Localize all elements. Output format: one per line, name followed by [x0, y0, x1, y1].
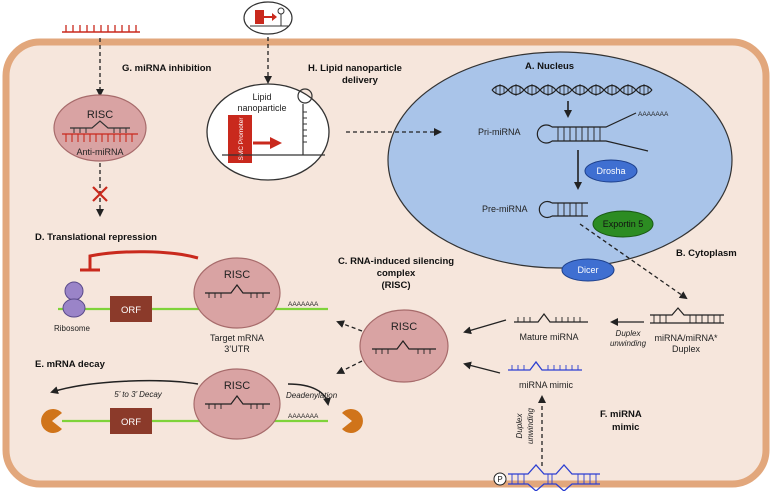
risc-center-label: RISC: [391, 321, 417, 333]
risc-anti-mirna: RISC Anti-miRNA: [53, 94, 147, 162]
drosha-enzyme: [584, 159, 638, 183]
arrow-risc-to-decay: [336, 360, 363, 374]
section-c-label-1: C. RNA-induced silencing: [338, 256, 454, 267]
duplex-label-1: miRNA/miRNA*: [655, 333, 718, 343]
mirna-mimic-label: miRNA mimic: [519, 380, 573, 390]
anti-mirna-oligo: [62, 25, 140, 33]
risc-decay: RISC: [193, 368, 281, 440]
mimic-unwinding-label-2: unwinding: [526, 407, 535, 444]
duplex-unwinding-label-2: unwinding: [610, 339, 647, 348]
decay-5-3-arrow: [50, 379, 199, 395]
lipid-label-2: nanoparticle: [237, 103, 286, 113]
pre-mirna-hairpin: [538, 200, 588, 219]
target-mrna-label-1: Target mRNA: [210, 333, 264, 343]
duplex-unwinding-label-1: Duplex: [616, 329, 642, 338]
section-h-label-1: H. Lipid nanoparticle: [308, 63, 402, 74]
exportin-5-label: Exportin 5: [603, 219, 644, 229]
arrow-risc-to-repression: [336, 320, 363, 332]
section-c-label-3: (RISC): [381, 280, 410, 291]
phosphate-label: P: [497, 475, 502, 484]
orf-label-decay: ORF: [121, 417, 141, 428]
section-f-label-1: F. miRNA: [600, 409, 642, 420]
section-a-label: A. Nucleus: [525, 61, 574, 72]
duplex-label-2: Duplex: [672, 344, 701, 354]
deadenylation-label: Deadenylation: [286, 391, 338, 400]
mature-mirna-label: Mature miRNA: [519, 332, 578, 342]
arrow-mature-to-risc: [463, 319, 507, 335]
dna-helix: [491, 84, 653, 96]
ribosome-label: Ribosome: [54, 324, 91, 333]
section-c-label-2: complex: [377, 268, 416, 279]
dicer-enzyme: [561, 258, 615, 282]
pacman-exonuclease-right-icon: [342, 409, 363, 434]
pri-mirna-label: Pri-miRNA: [478, 127, 521, 137]
drosha-label: Drosha: [596, 166, 625, 176]
nanoparticle-external: [243, 1, 293, 35]
risc-label: RISC: [87, 109, 113, 121]
risc-repression: RISC: [193, 257, 281, 329]
section-f-label-2: mimic: [612, 422, 639, 433]
mirna-duplex: [650, 307, 724, 324]
section-d-label: D. Translational repression: [35, 232, 157, 243]
risc-decay-label: RISC: [224, 380, 250, 392]
polya-label-repression: AAAAAAA: [288, 301, 319, 308]
phosphate-icon: [493, 472, 507, 486]
decay-5-3-label: 5’ to 3’ Decay: [114, 390, 163, 399]
orf-box-decay: [110, 408, 152, 434]
pacman-exonuclease-left-icon: [41, 409, 62, 434]
mimic-duplex-external: [508, 464, 600, 491]
orf-label-repression: ORF: [121, 305, 141, 316]
repression-inhibitor-line: [88, 250, 199, 270]
pre-mirna-label: Pre-miRNA: [482, 204, 528, 214]
nucleus: [387, 51, 733, 269]
polya-label-decay: AAAAAAA: [288, 413, 319, 420]
risc-complex-center: RISC: [359, 309, 449, 383]
dicer-label: Dicer: [577, 265, 598, 275]
block-x-icon: [92, 186, 108, 202]
pri-mirna-hairpin: [536, 112, 649, 152]
section-h-label-2: delivery: [342, 75, 379, 86]
orf-box-repression: [110, 296, 152, 322]
mirna-mimic-strand: [508, 360, 582, 371]
risc-repression-label: RISC: [224, 269, 250, 281]
arrow-mimic-to-risc: [463, 361, 501, 374]
mature-mirna-strand: [514, 313, 588, 323]
ribosome: [62, 281, 86, 318]
deadenylation-arrow: [287, 383, 331, 406]
arrow-pre-to-duplex: [579, 223, 688, 300]
section-b-label: B. Cytoplasm: [676, 248, 737, 259]
section-e-label: E. mRNA decay: [35, 359, 106, 370]
lipid-label-1: Lipid: [252, 92, 271, 102]
lipid-nanoparticle: Lipid nanoparticle SMC Promoter: [206, 83, 330, 181]
section-g-label: G. miRNA inhibition: [122, 63, 212, 74]
target-mrna-label-2: 3’UTR: [224, 344, 250, 354]
mimic-unwinding-label-1: Duplex: [515, 413, 524, 439]
polya-label-nucleus: AAAAAAA: [638, 111, 669, 118]
smc-promoter-label: SMC Promoter: [238, 117, 245, 161]
exportin-5-protein: [592, 210, 654, 238]
anti-mirna-label: Anti-miRNA: [76, 147, 123, 157]
